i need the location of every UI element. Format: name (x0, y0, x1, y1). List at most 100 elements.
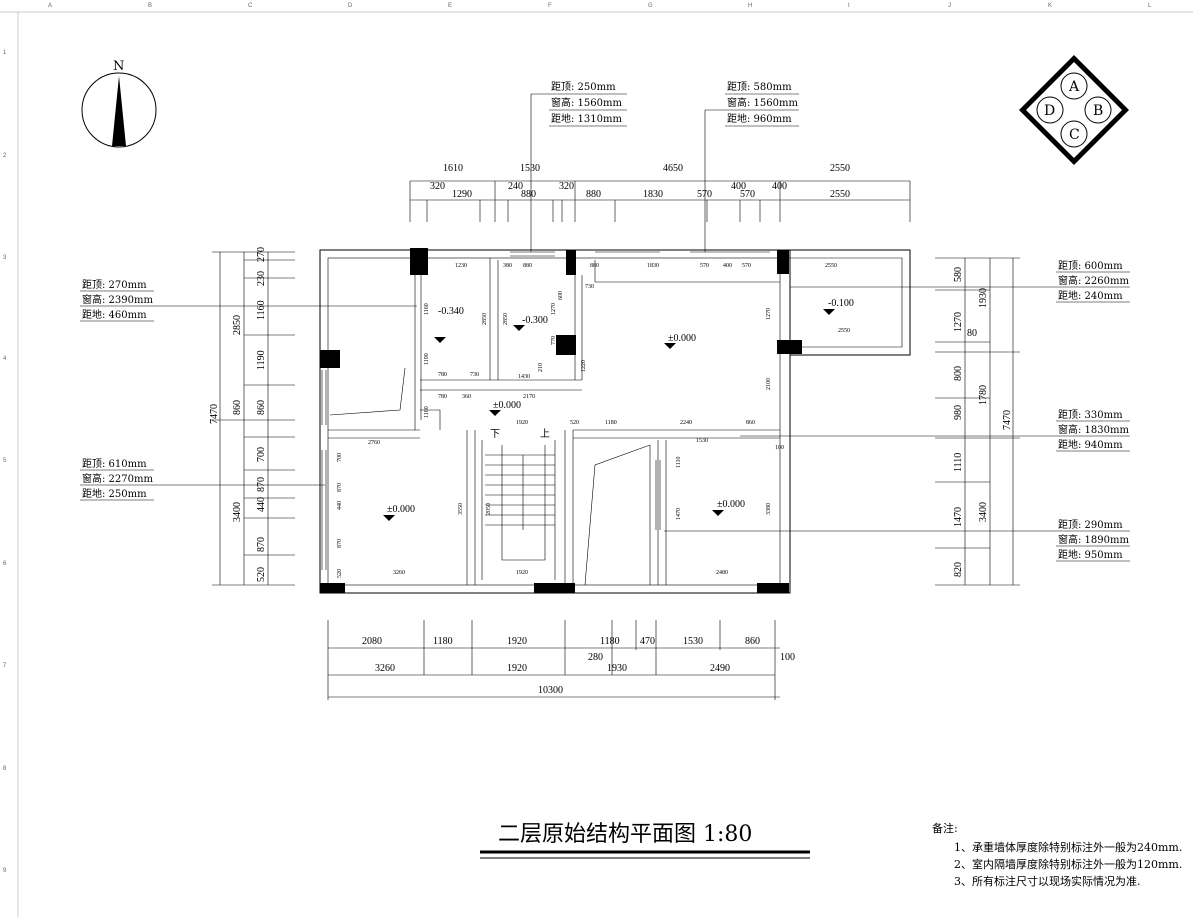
tag-height: 窗高: 1830mm (1058, 423, 1129, 436)
dim-label: 1920 (516, 420, 528, 426)
dim-label: 210 (538, 363, 544, 372)
north-arrow: N (81, 59, 157, 148)
dim-label: 570 (700, 263, 709, 269)
grid-col-label: E (448, 3, 452, 9)
dim-label: 870 (256, 537, 267, 552)
tag-top: 距顶: 580mm (727, 81, 792, 93)
grid-row-label: 6 (3, 561, 7, 567)
tag-height: 窗高: 1890mm (1058, 533, 1129, 546)
grid-row-label: 5 (3, 458, 7, 464)
dim-label: 1160 (256, 300, 267, 320)
grid-col-label: H (748, 3, 752, 9)
dim-label: 1920 (507, 663, 527, 674)
elevation-label: -0.340 (438, 306, 464, 317)
tag-floor: 距地: 950mm (1058, 548, 1123, 561)
grid-row-label: 3 (3, 255, 7, 261)
dim-label: 730 (585, 284, 594, 290)
structural-column (410, 248, 428, 275)
dim-label: 870 (337, 483, 343, 492)
dim-label: 600 (558, 291, 564, 300)
elevation-label: ±0.000 (387, 504, 415, 515)
compass-c: C (1069, 127, 1080, 143)
dim-label: 780 (438, 372, 447, 378)
elevation-label: ±0.000 (717, 499, 745, 510)
tag-height: 窗高: 2390mm (82, 293, 153, 306)
structural-column (320, 350, 340, 368)
grid-row-label: 7 (3, 663, 7, 669)
dim-label: 280 (588, 652, 603, 663)
dim-label: 360 (462, 394, 471, 400)
grid-col-label: B (148, 3, 152, 9)
dim-label: 1290 (452, 189, 472, 200)
dim-label: 2850 (232, 315, 243, 335)
dim-label: 3550 (458, 503, 464, 515)
dim-label: 700 (256, 447, 267, 462)
elevation-label: ±0.000 (493, 400, 521, 411)
grid-col-label: L (1148, 3, 1152, 9)
elevation-triangle-icon (712, 510, 724, 516)
structural-column (534, 583, 575, 593)
dim-label: 230 (256, 271, 267, 286)
dim-label: 2050 (486, 503, 492, 515)
window-tag: 距顶: 250mm 窗高: 1560mm 距地: 1310mm (530, 81, 627, 252)
north-arrow-icon (112, 76, 126, 146)
tag-floor: 距地: 940mm (1058, 438, 1123, 451)
elevation-triangle-icon (489, 410, 501, 416)
structural-column (556, 335, 576, 355)
dim-label: 860 (256, 400, 267, 415)
dim-label: 400 (723, 263, 732, 269)
dim-label: 1920 (507, 636, 527, 647)
tag-top: 距顶: 250mm (551, 81, 616, 93)
dim-label: 800 (953, 366, 964, 381)
dim-label: 80 (967, 328, 977, 339)
dim-label: 2100 (766, 378, 772, 390)
structural-column (777, 340, 802, 354)
dimensions-top: 1610 1530 4650 2550 320 1290 240 880 320… (409, 163, 911, 222)
dim-label: 1190 (256, 350, 267, 370)
dim-label: 2550 (830, 163, 850, 174)
structural-column (320, 583, 345, 593)
grid-column-labels: A B C D E F G H I J K L (48, 3, 1152, 9)
dim-label: 880 (590, 263, 599, 269)
grid-col-label: J (948, 3, 951, 9)
sheet-border (0, 11, 1193, 917)
tag-floor: 距地: 460mm (82, 308, 147, 321)
dim-label: 1530 (696, 438, 708, 444)
dim-label: 1180 (600, 636, 620, 647)
elevation-triangle-icon (823, 309, 835, 315)
note-item: 2、室内隔墙厚度除特别标注外一般为120mm. (954, 857, 1182, 871)
dim-label: 880 (586, 189, 601, 200)
elevation-triangle-icon (664, 343, 676, 349)
dim-label: 1190 (424, 353, 430, 365)
dim-label: 2240 (680, 420, 692, 426)
dim-label: 1610 (443, 163, 463, 174)
dimensions-bottom: 2080 1180 1920 1180 470 1530 860 3260 19… (327, 620, 795, 700)
structural-column (566, 250, 576, 275)
dim-label: 820 (953, 562, 964, 577)
dim-label: 1110 (953, 453, 964, 472)
tag-height: 窗高: 1560mm (551, 96, 622, 109)
dim-label: 270 (256, 247, 267, 262)
dim-label: 440 (337, 501, 343, 510)
grid-row-label: 2 (3, 153, 7, 159)
dim-label: 570 (742, 263, 751, 269)
grid-col-label: K (1048, 3, 1052, 9)
dim-label: 3260 (393, 570, 405, 576)
dim-label: 2170 (523, 394, 535, 400)
tag-height: 窗高: 1560mm (727, 96, 798, 109)
dim-label: 1470 (676, 508, 682, 520)
dim-label: 400 (772, 181, 787, 192)
dim-label: 7470 (209, 404, 220, 424)
tag-floor: 距地: 250mm (82, 487, 147, 500)
window-tag: 距顶: 290mm 窗高: 1890mm 距地: 950mm (664, 519, 1130, 562)
note-item: 1、承重墙体厚度除特别标注外一般为240mm. (954, 840, 1182, 854)
tag-top: 距顶: 290mm (1058, 519, 1123, 531)
dim-label: 2550 (825, 263, 837, 269)
stair-up-label: 上 (540, 428, 550, 440)
tag-top: 距顶: 270mm (82, 279, 147, 291)
dim-label: 1830 (643, 189, 663, 200)
grid-col-label: A (48, 3, 52, 9)
dim-label: 10300 (538, 685, 563, 696)
dim-label: 2760 (368, 440, 380, 446)
